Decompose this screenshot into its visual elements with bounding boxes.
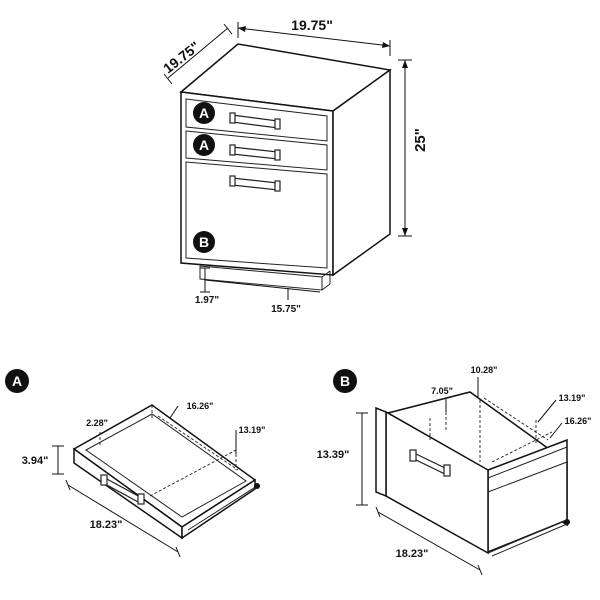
dimension-depth [163,23,233,85]
label-depth: 19.75" [160,38,203,76]
label-height: 25" [412,128,429,152]
label-a-inner-depth: 16.26" [187,401,214,411]
callout-drawer-b: B [193,231,215,253]
label-b-top-depth: 10.28" [471,365,498,375]
callout-drawer-a-2: A [193,134,215,156]
dimension-a-height [52,445,64,475]
label-a-inner-width: 13.19" [239,425,266,435]
svg-text:A: A [199,105,209,121]
label-b-inner-width: 13.19" [559,393,586,403]
dimension-a-width [65,479,181,558]
cabinet-main-view: A A B 19.75" 19.75" [160,17,429,315]
badge-a: A [5,369,29,393]
dimension-height [398,59,412,237]
label-a-height: 3.94" [22,455,49,467]
detail-a: A 3.94" [5,369,266,558]
label-b-height: 13.39" [317,449,350,461]
label-b-side: 7.05" [431,386,453,396]
drawer-handle-bottom [229,175,281,192]
drawer-front-bottom [185,161,328,269]
drawer-b-handle [409,449,451,477]
drawer-a-side [181,478,256,540]
svg-text:A: A [12,373,22,389]
drawer-handle-top [229,112,281,130]
label-a-width: 18.23" [90,519,123,531]
drawer-a-inner [85,413,247,518]
label-a-side: 2.28" [86,418,108,428]
drawer-b-front-edge [375,406,387,498]
label-base-height: 1.97" [195,295,219,306]
dimension-base-width [204,279,321,300]
svg-text:A: A [199,137,209,153]
label-base-width: 15.75" [271,304,301,315]
drawer-a-handle [100,474,145,505]
callout-drawer-a-1: A [193,102,215,124]
drawer-front-top [185,98,328,142]
cabinet-side-face [332,68,391,277]
label-b-width: 18.23" [396,548,429,560]
svg-text:B: B [340,373,350,389]
drawer-front-middle [185,130,328,171]
detail-b: B 13.39" [317,365,592,576]
dimension-b-width [375,506,483,576]
dimension-width [237,22,391,56]
label-width: 19.75" [291,17,333,33]
svg-text:B: B [199,234,209,250]
badge-b: B [333,369,357,393]
drawer-handle-middle [229,144,281,161]
label-b-inner-depth: 16.26" [565,416,592,426]
dimension-b-height [356,412,368,506]
